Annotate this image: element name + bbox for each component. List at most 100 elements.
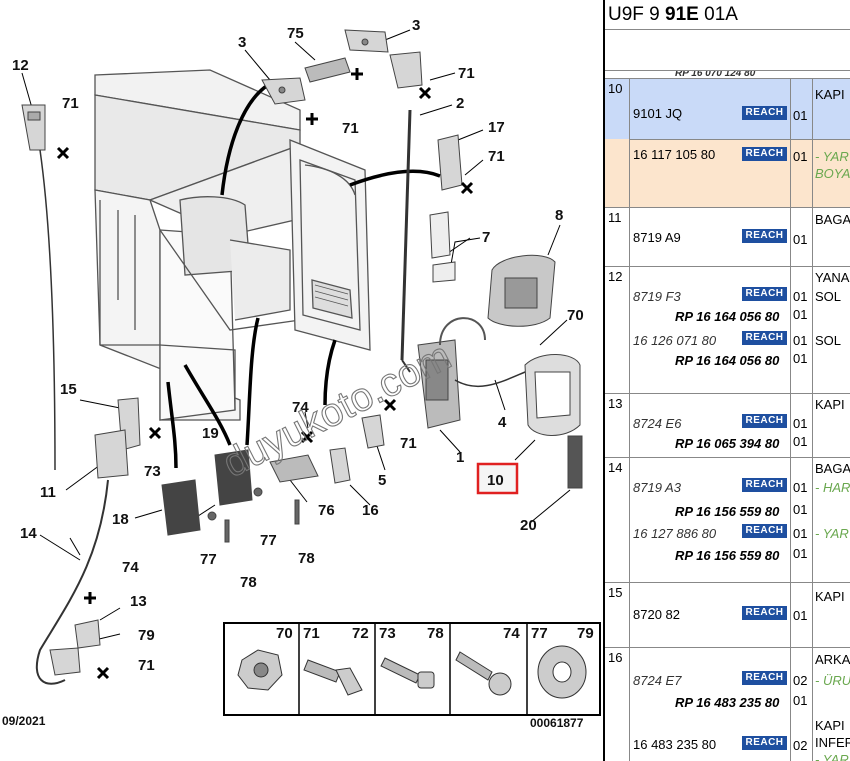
callout-3-b: 3 (412, 17, 420, 34)
striker-17-part (437, 134, 463, 191)
callout-3-a: 3 (238, 34, 246, 51)
group-number: 11 (608, 210, 622, 225)
part-desc: YANA (815, 270, 850, 285)
part-desc: - ÜRU (815, 673, 850, 688)
header-suffix: 01A (698, 4, 738, 25)
panel-subheader (605, 30, 850, 71)
bracket-13-part (74, 619, 101, 649)
fastener-markers (56, 68, 474, 680)
legend-label-74: 74 (503, 625, 520, 642)
row-highlight-blue (605, 79, 850, 139)
rod-2-part (400, 109, 412, 361)
plate-76-part (269, 454, 319, 483)
part-ref[interactable]: 8720 82 (633, 607, 680, 622)
part-ref[interactable]: 16 126 071 80 (633, 333, 717, 348)
part-group-14[interactable]: 14 BAGA 8719 A3 REACH 01 - HAR RP 16 156… (605, 458, 850, 583)
callout-73: 73 (144, 463, 161, 480)
part-desc: - YAR (815, 526, 849, 541)
clip-7-part (429, 211, 456, 283)
callout-77-a: 77 (200, 551, 217, 568)
replacement-ref[interactable]: RP 16 065 394 80 (675, 436, 780, 451)
part-desc: SOL (815, 289, 842, 304)
legend-label-77: 77 (531, 625, 548, 642)
legend-label-70: 70 (276, 625, 293, 642)
replacement-ref[interactable]: RP 16 164 056 80 (675, 309, 780, 324)
screw-icon (455, 651, 512, 696)
part-desc: BAGA (815, 461, 850, 476)
callout-labels: 12 71 3 75 3 71 71 2 17 71 8 7 70 4 1 10… (12, 17, 584, 674)
replacement-ref[interactable]: RP 16 483 235 80 (675, 695, 780, 710)
row-highlight-orange (605, 139, 850, 207)
part-desc: INFER (815, 735, 850, 750)
part-qty: 02 (793, 738, 808, 753)
group-number: 13 (608, 396, 623, 411)
callout-11: 11 (40, 484, 56, 501)
part-desc: BOYA (815, 166, 850, 181)
part-qty: 01 (793, 502, 808, 517)
part-group-12[interactable]: 12 YANA 8719 F3 REACH 01 SOL RP 16 164 0… (605, 267, 850, 394)
hinge-12-part (21, 104, 46, 151)
callout-71-e: 71 (400, 435, 417, 452)
parts-list-panel: U9F 9 91E 01A RP 16 070 124 80 10 9101 J… (603, 0, 850, 761)
part-desc: ARKA (815, 652, 850, 667)
part-group-10[interactable]: 10 9101 JQ REACH 01 KAPI 16 117 105 80 R… (605, 79, 850, 208)
callout-5: 5 (378, 472, 386, 489)
drawing-number: 00061877 (530, 716, 584, 730)
part-ref[interactable]: 8719 F3 (633, 289, 681, 304)
part-ref[interactable]: 8724 E6 (633, 416, 682, 431)
part-qty: 01 (793, 333, 808, 348)
reach-badge: REACH (742, 736, 787, 750)
part-qty: 01 (793, 693, 808, 708)
part-ref[interactable]: 8724 E7 (633, 673, 682, 688)
group-number: 12 (608, 269, 623, 284)
bracket-5-part (361, 414, 385, 449)
part-ref[interactable]: 16 483 235 80 (633, 737, 717, 752)
highlight-box-10 (476, 462, 519, 495)
replacement-ref[interactable]: RP 16 156 559 80 (675, 504, 780, 519)
part-ref[interactable]: 16 127 886 80 (633, 526, 717, 541)
lock-1-part (417, 339, 461, 429)
part-desc: - YAR (815, 752, 849, 761)
reach-badge: REACH (742, 524, 787, 538)
part-ref[interactable]: 8719 A9 (633, 230, 681, 245)
part-group-11[interactable]: 11 8719 A9 REACH 01 BAGA (605, 208, 850, 267)
hinge-3-left-part (261, 77, 306, 105)
hardware-legend: 70 71 72 73 78 74 77 79 (223, 622, 601, 716)
panel-header: U9F 9 91E 01A (605, 0, 850, 30)
hinge-upper-right-part (389, 51, 423, 89)
callout-71-a: 71 (62, 95, 79, 112)
nut-icon (237, 649, 283, 691)
reach-badge: REACH (742, 287, 787, 301)
check-strap-cable (39, 149, 56, 471)
part-desc: BAGA (815, 212, 850, 227)
part-group-16[interactable]: 16 ARKA 8724 E7 REACH 02 - ÜRU RP 16 483… (605, 648, 850, 761)
leader-lines (166, 83, 441, 469)
bump-stop-19-part (214, 449, 253, 506)
cable-14-part (35, 479, 109, 685)
callout-20: 20 (520, 517, 537, 534)
reach-badge: REACH (742, 478, 787, 492)
part-ref[interactable]: 8719 A3 (633, 480, 681, 495)
callout-lines (21, 29, 571, 641)
replacement-ref[interactable]: RP 16 156 559 80 (675, 548, 780, 563)
plate-75-part (304, 57, 351, 83)
part-qty: 01 (793, 108, 808, 123)
part-qty: 01 (793, 232, 808, 247)
part-qty: 01 (793, 307, 808, 322)
callout-18: 18 (112, 511, 129, 528)
part-desc: - YAR (815, 149, 849, 164)
flange-bolt-icon (303, 659, 363, 696)
callout-71-b: 71 (458, 65, 475, 82)
part-ref[interactable]: 9101 JQ (633, 106, 683, 121)
callout-78-a: 78 (298, 550, 315, 567)
part-ref[interactable]: 16 117 105 80 (633, 147, 716, 162)
callout-77-b: 77 (260, 532, 277, 549)
part-group-15[interactable]: 15 KAPI 8720 82 REACH 01 (605, 583, 850, 648)
callout-71-f: 71 (138, 657, 155, 674)
hinge-3-right-part (344, 29, 389, 53)
hinge-lower-left-part (49, 647, 81, 676)
callout-12: 12 (12, 57, 29, 74)
part-group-13[interactable]: 13 KAPI 8724 E6 REACH 01 RP 16 065 394 8… (605, 394, 850, 458)
legend-label-73: 73 (379, 625, 396, 642)
replacement-ref[interactable]: RP 16 164 056 80 (675, 353, 780, 368)
